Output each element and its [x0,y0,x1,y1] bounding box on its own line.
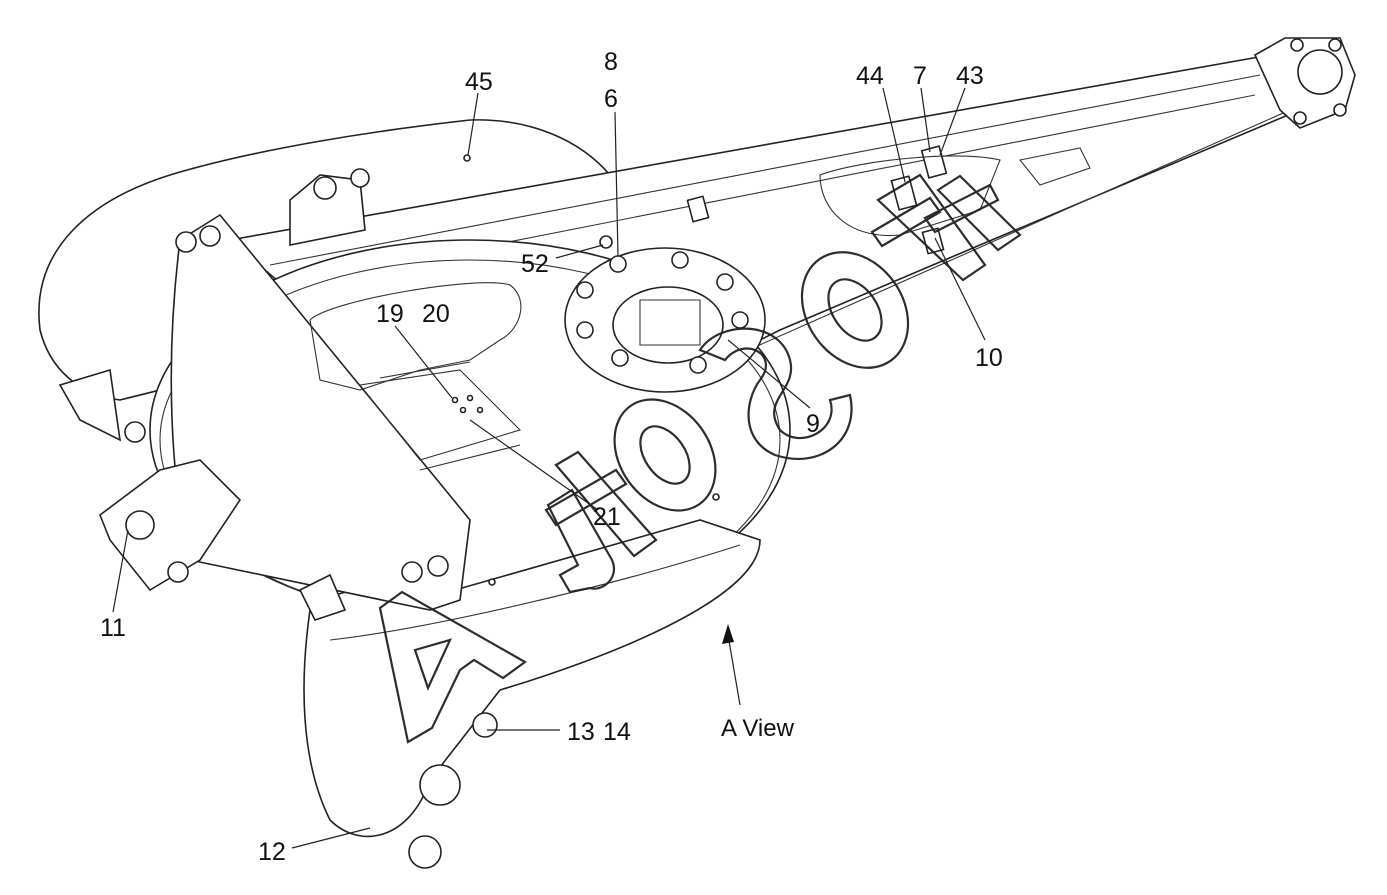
callout-21: 21 [593,503,621,531]
frame-assembly [38,37,1356,869]
view-label: A View [721,715,795,742]
callout-20: 20 [422,300,450,328]
callout-9: 9 [806,410,820,438]
callout-7: 7 [913,62,927,90]
callout-11: 11 [100,614,126,642]
callout-8: 8 [604,48,618,76]
callout-13: 13 [567,718,595,746]
autosoft-watermark [378,173,1022,744]
callout-52: 52 [521,250,549,278]
leader-lines [112,87,986,849]
callout-12: 12 [258,838,286,866]
callout-6: 6 [604,85,618,113]
callout-19: 19 [376,300,404,328]
callout-43: 43 [956,62,984,90]
callout-labels: 45 8 6 52 44 7 43 10 19 20 9 21 11 13 14… [100,48,1003,866]
callout-44: 44 [856,62,884,90]
callout-14: 14 [603,718,631,746]
callout-10: 10 [975,344,1003,372]
callout-45: 45 [465,68,493,96]
